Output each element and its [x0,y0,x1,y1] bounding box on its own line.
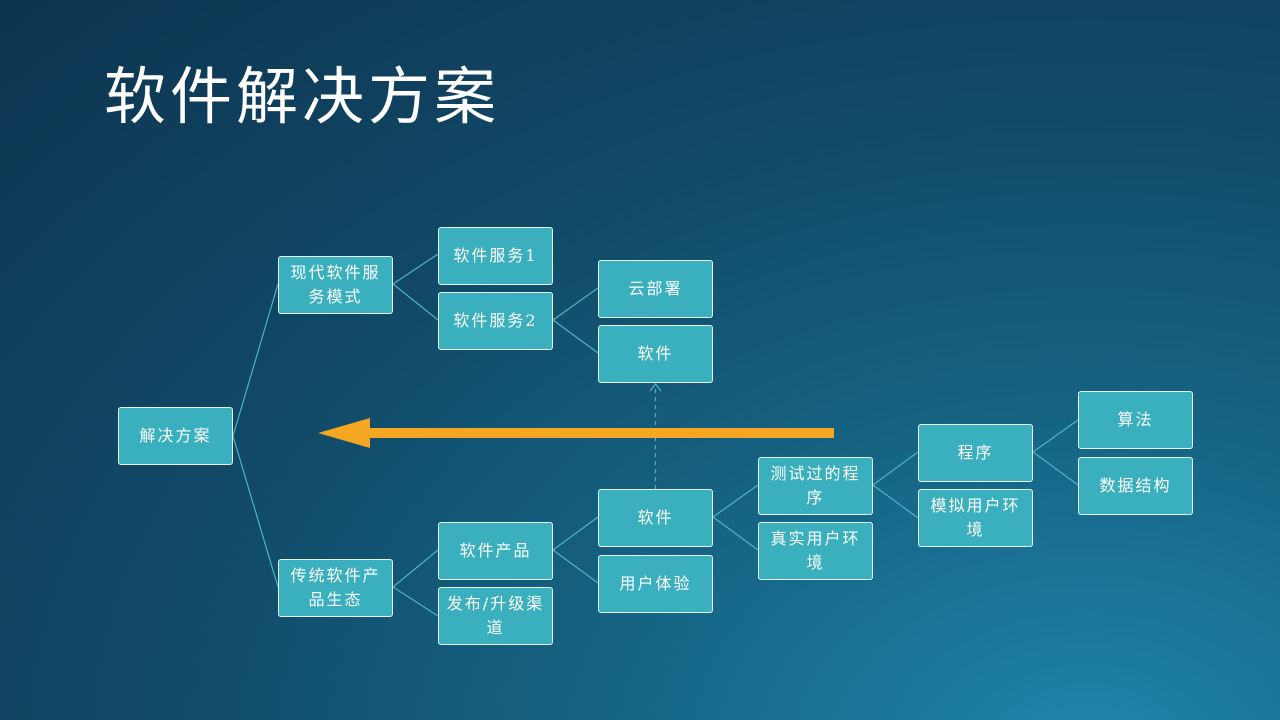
link-traditional-channel [392,586,439,617]
node-algorithm: 算法 [1078,391,1193,449]
link-root-traditional [232,435,279,588]
node-user-experience: 用户体验 [598,555,713,613]
link-product-software [552,516,599,551]
link-program-algorithm [1032,419,1079,453]
dashed-up-arrow [649,383,662,489]
link-program-datastruct [1032,451,1079,486]
node-program: 程序 [918,424,1033,482]
node-modern-service: 现代软件服务模式 [278,256,393,314]
slide-title: 软件解决方案 [104,60,501,133]
node-software-mid: 软件 [598,489,713,547]
node-service1: 软件服务1 [438,227,553,285]
node-release-channel: 发布/升级渠道 [438,587,553,645]
link-modern-service1 [392,253,439,285]
link-root-modern [232,283,279,437]
orange-left-arrow [318,418,834,448]
link-service2-software [552,319,599,354]
link-tested-program [872,451,919,486]
node-software-product: 软件产品 [438,522,553,580]
link-tested-simenv [872,484,919,519]
node-tested-program: 测试过的程序 [758,457,873,515]
node-software-top: 软件 [598,325,713,383]
node-traditional: 传统软件产品生态 [278,559,393,617]
node-cloud-deploy: 云部署 [598,260,713,318]
node-data-structure: 数据结构 [1078,457,1193,515]
link-software-realenv [712,516,759,551]
link-modern-service2 [392,283,439,321]
node-root: 解决方案 [118,407,233,465]
node-real-user-env: 真实用户环境 [758,522,873,580]
node-service2: 软件服务2 [438,292,553,350]
link-product-ux [552,549,599,584]
link-software-tested [712,484,759,518]
link-service2-cloud [552,287,599,321]
link-traditional-product [392,549,439,588]
node-simulated-env: 模拟用户环境 [918,489,1033,547]
